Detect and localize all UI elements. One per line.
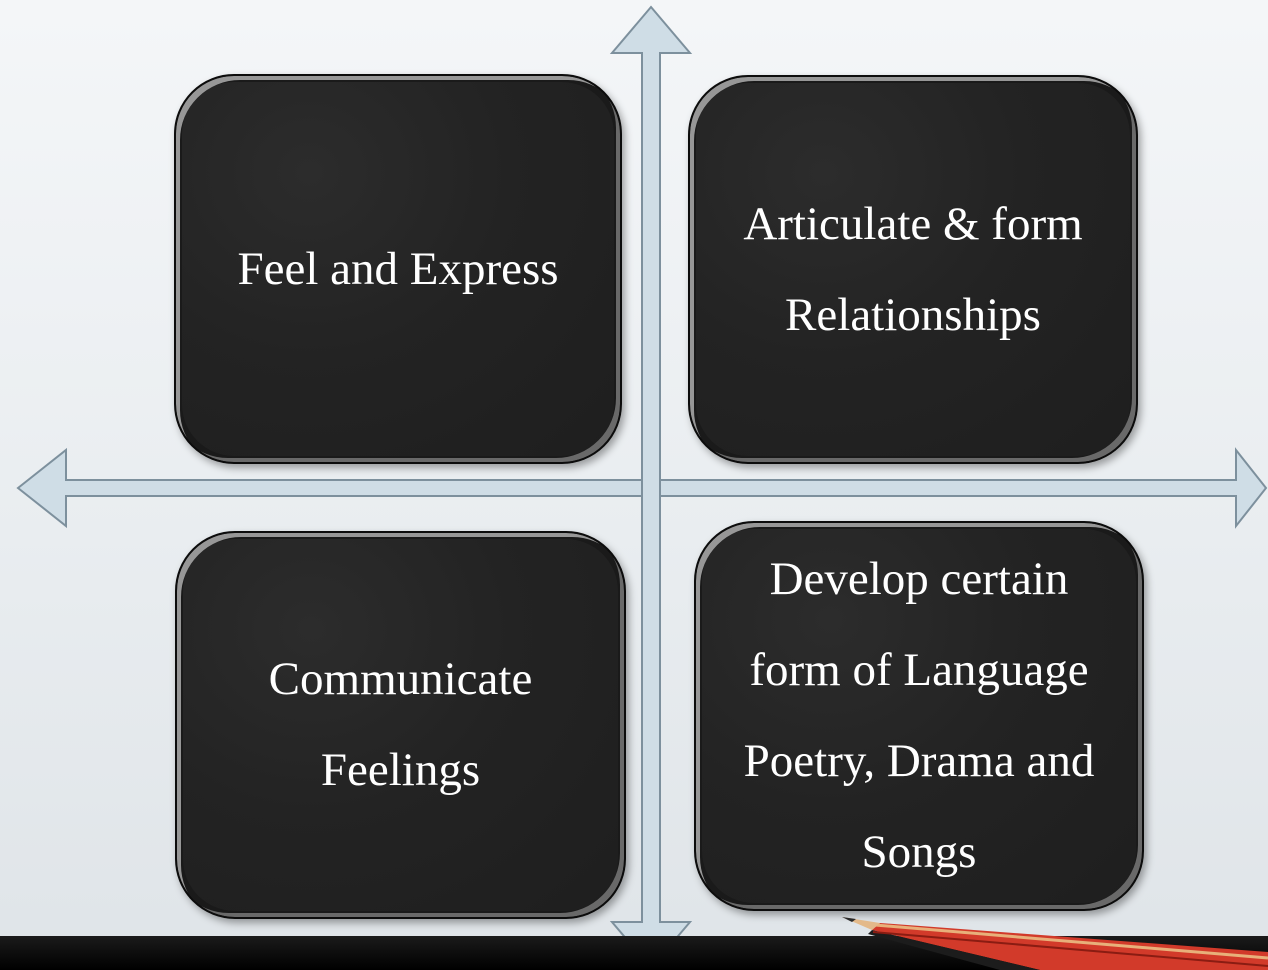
quadrant-bottom-right-box: Develop certain form of Language Poetry,… <box>694 521 1144 911</box>
quadrant-top-left-line-1: Feel and Express <box>237 242 559 295</box>
quadrant-top-right-line-2: Relationships <box>785 288 1041 341</box>
quadrant-bottom-right-line-4: Songs <box>861 826 977 878</box>
quadrant-top-right-box: Articulate & form Relationships <box>688 75 1138 464</box>
quadrant-bottom-right-line-2: form of Language <box>749 644 1089 696</box>
quadrant-bottom-left-line-1: Communicate <box>268 653 533 705</box>
quadrant-top-right-line-1: Articulate & form <box>743 197 1083 250</box>
quadrant-top-left-box: Feel and Express <box>174 74 622 464</box>
quadrant-bottom-left-line-2: Feelings <box>320 744 481 796</box>
quadrant-bottom-right-line-1: Develop certain <box>769 553 1069 605</box>
bottom-bar <box>0 936 1268 970</box>
quadrant-bottom-right-line-3: Poetry, Drama and <box>743 735 1095 787</box>
quadrant-bottom-left-box: Communicate Feelings <box>175 531 626 919</box>
